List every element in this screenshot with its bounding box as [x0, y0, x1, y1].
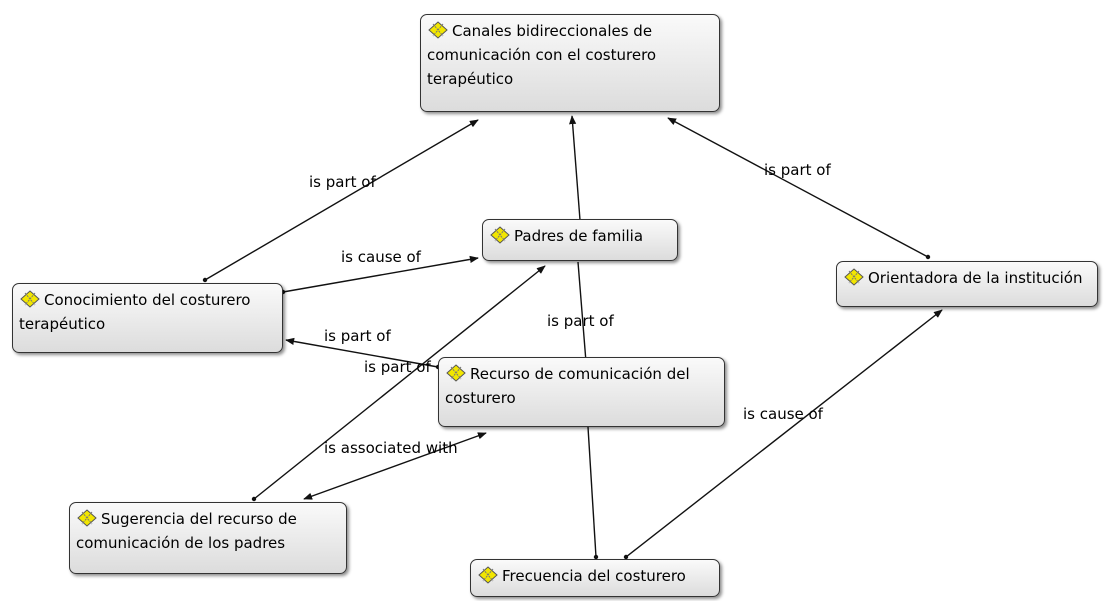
label-conocimiento-canales: is part of: [309, 173, 376, 191]
link-conocimiento-padres: [282, 255, 479, 293]
quotation-icon: [489, 226, 511, 244]
node-recurso-text: Recurso de comunicación del costurero: [445, 365, 690, 407]
label-sugerencia-recurso: is associated with: [324, 439, 458, 457]
link-padres-canales: [569, 115, 581, 221]
link-recurso-frecuencia: [587, 426, 597, 558]
label-sugerencia-padres: is part of: [364, 358, 431, 376]
link-conocimiento-canales: [204, 119, 479, 281]
label-conocimiento-padres: is cause of: [341, 248, 421, 266]
node-sugerencia-text: Sugerencia del recurso de comunicación d…: [76, 510, 297, 552]
link-padres-recurso: [577, 261, 587, 363]
link-frecuencia-orientadora: [625, 309, 943, 558]
link-sugerencia-recurso: [303, 432, 487, 500]
quotation-icon: [843, 268, 865, 286]
node-padres[interactable]: Padres de familia: [482, 219, 678, 261]
node-frecuencia-text: Frecuencia del costurero: [502, 567, 686, 585]
label-recurso-conocimiento: is part of: [324, 327, 391, 345]
label-frecuencia-orientadora: is cause of: [743, 405, 823, 423]
node-orientadora[interactable]: Orientadora de la institución: [836, 261, 1098, 307]
link-recurso-conocimiento: [285, 337, 439, 368]
node-orientadora-text: Orientadora de la institución: [868, 269, 1083, 287]
link-sugerencia-padres: [253, 265, 546, 500]
quotation-icon: [19, 290, 41, 308]
node-conocimiento-text: Conocimiento del costurero terapéutico: [19, 291, 251, 333]
node-conocimiento[interactable]: Conocimiento del costurero terapéutico: [12, 283, 283, 353]
label-recurso-padres: is part of: [547, 312, 614, 330]
node-canales[interactable]: Canales bidireccionales de comunicación …: [420, 14, 720, 112]
node-padres-text: Padres de familia: [514, 227, 644, 245]
label-orientadora-canales: is part of: [764, 161, 831, 179]
node-canales-text: Canales bidireccionales de comunicación …: [427, 22, 657, 88]
quotation-icon: [477, 566, 499, 584]
quotation-icon: [445, 364, 467, 382]
node-frecuencia[interactable]: Frecuencia del costurero: [470, 559, 720, 597]
node-sugerencia[interactable]: Sugerencia del recurso de comunicación d…: [69, 502, 347, 574]
quotation-icon: [427, 21, 449, 39]
link-orientadora-canales: [667, 117, 929, 258]
node-recurso[interactable]: Recurso de comunicación del costurero: [438, 357, 725, 427]
quotation-icon: [76, 509, 98, 527]
